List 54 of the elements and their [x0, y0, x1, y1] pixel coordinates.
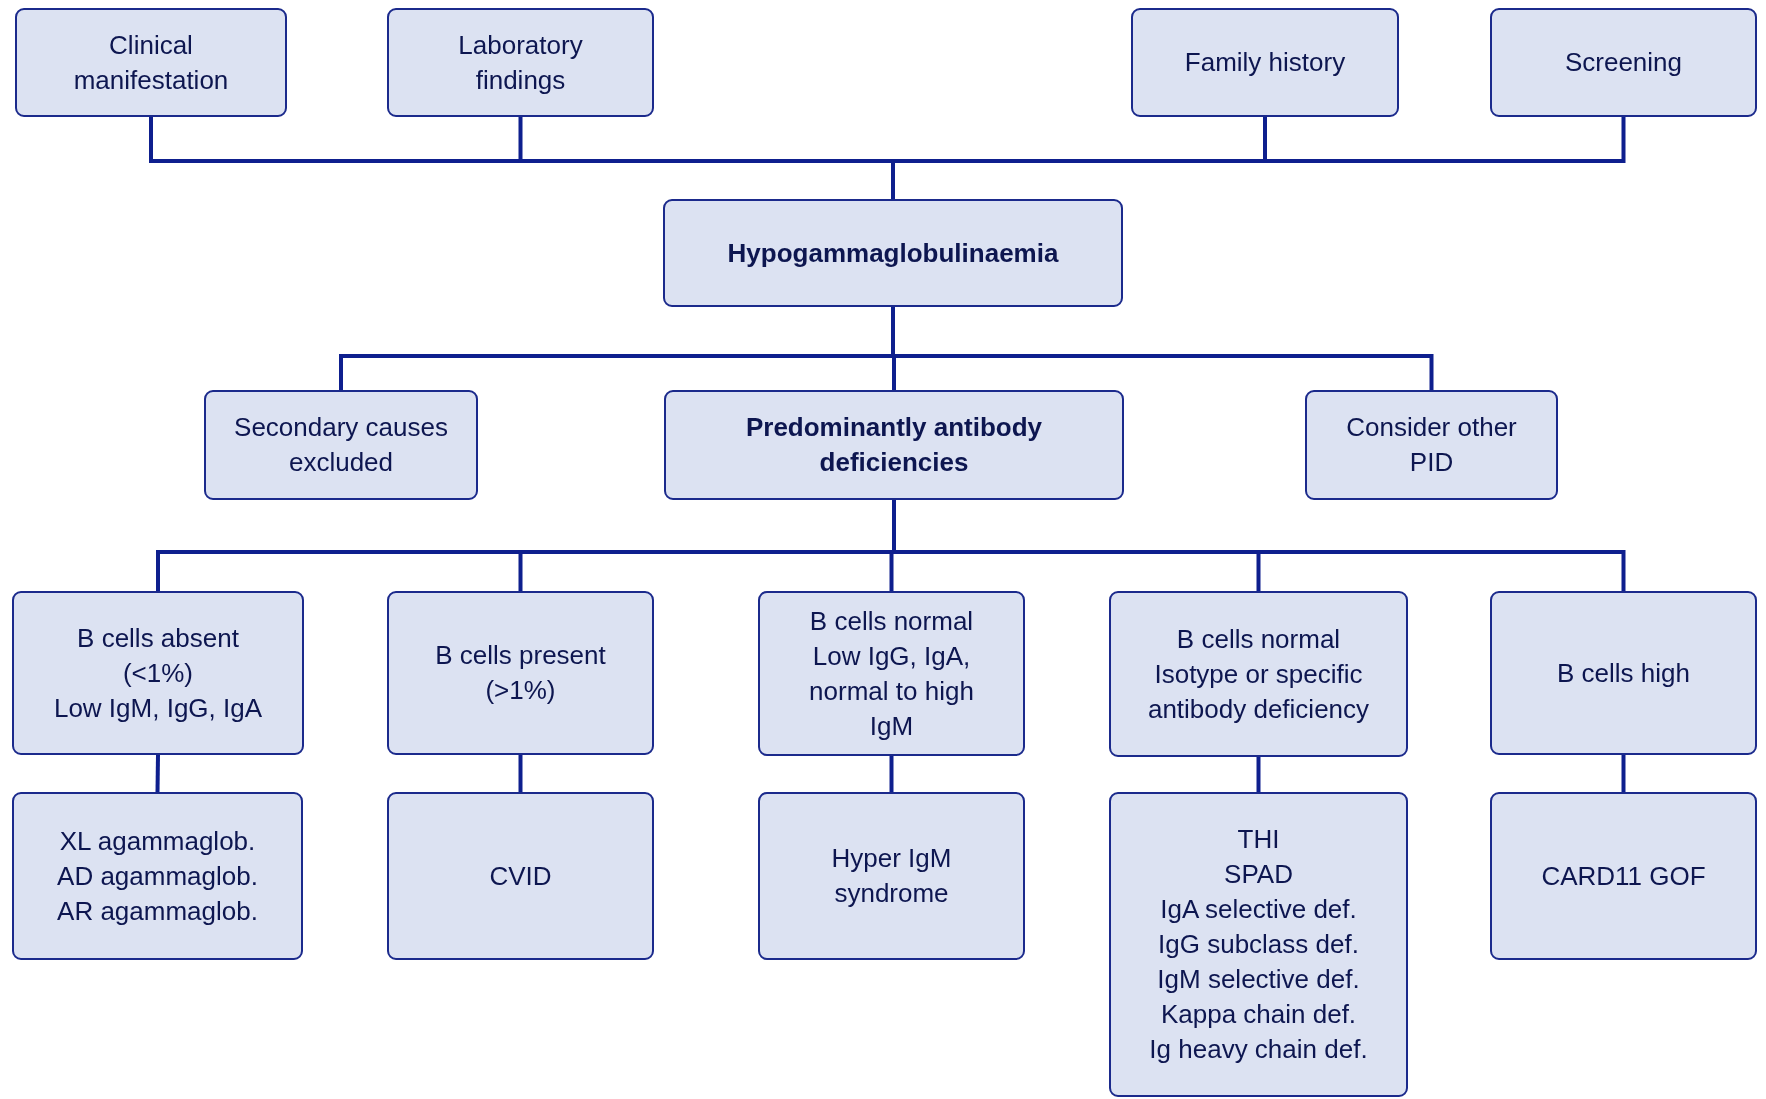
- box-text: Kappa chain def.: [1160, 998, 1357, 1031]
- box-text: Laboratory findings: [457, 28, 584, 97]
- box-text: Hyper IgM syndrome: [830, 842, 953, 910]
- box-text: (>1%): [485, 674, 556, 707]
- connector-line: [889, 756, 894, 792]
- box-text: Clinical manifestation: [72, 28, 230, 97]
- flow-box: [1490, 8, 1757, 117]
- flow-box: [204, 390, 478, 500]
- flow-box: [1131, 8, 1399, 117]
- box-text: CARD11 GOF: [1541, 859, 1706, 893]
- flow-box: [12, 792, 303, 960]
- flow-box: [1109, 792, 1408, 1097]
- box-text: Consider other PID: [1345, 411, 1518, 479]
- flow-box: [758, 591, 1025, 756]
- box-text: B cells present: [435, 639, 606, 672]
- box-text: (<1%): [122, 656, 194, 690]
- box-text: Family history: [1184, 46, 1346, 79]
- box-text: Low IgG, IgA, normal to high IgM: [808, 639, 975, 743]
- connector-line: [1256, 757, 1261, 792]
- flow-box: [1490, 591, 1757, 755]
- box-text: B cells high: [1557, 656, 1690, 690]
- flow-box: [663, 199, 1123, 307]
- box-text: Ig heavy chain def.: [1149, 1033, 1368, 1066]
- box-text: B cells absent: [77, 621, 239, 655]
- box-text: AR agammaglob.: [57, 894, 258, 928]
- flow-box: [664, 390, 1124, 500]
- box-text: Predominantly antibody deficiencies: [744, 411, 1044, 479]
- flow-box: [387, 8, 654, 117]
- box-text: THI: [1237, 823, 1280, 856]
- box-text: AD agammaglob.: [57, 859, 258, 893]
- connector-line: [155, 754, 160, 793]
- flow-box: [15, 8, 287, 117]
- flow-box: [758, 792, 1025, 960]
- flow-box: [387, 591, 654, 755]
- box-text: IgM selective def.: [1157, 963, 1360, 996]
- flow-box: [1305, 390, 1558, 500]
- flow-box: [1490, 792, 1757, 960]
- box-text: XL agammaglob.: [59, 824, 256, 858]
- flow-box: [1109, 591, 1408, 757]
- connector-line: [518, 755, 523, 792]
- box-text: Screening: [1564, 46, 1683, 79]
- flow-box: [387, 792, 654, 960]
- box-text: B cells normal: [809, 604, 974, 638]
- box-text: IgG subclass def.: [1158, 928, 1359, 961]
- connector-line: [1621, 755, 1626, 792]
- box-text: B cells normal: [1176, 622, 1341, 656]
- box-text: Hypogammaglobulinaemia: [727, 236, 1059, 270]
- flow-box: [12, 591, 304, 755]
- box-text: IgA selective def.: [1160, 893, 1357, 926]
- box-text: CVID: [489, 859, 552, 893]
- box-text: SPAD: [1224, 858, 1293, 891]
- box-text: Secondary causes excluded: [233, 411, 449, 479]
- box-text: Isotype or specific antibody deficiency: [1146, 657, 1371, 726]
- box-text: Low IgM, IgG, IgA: [53, 691, 263, 725]
